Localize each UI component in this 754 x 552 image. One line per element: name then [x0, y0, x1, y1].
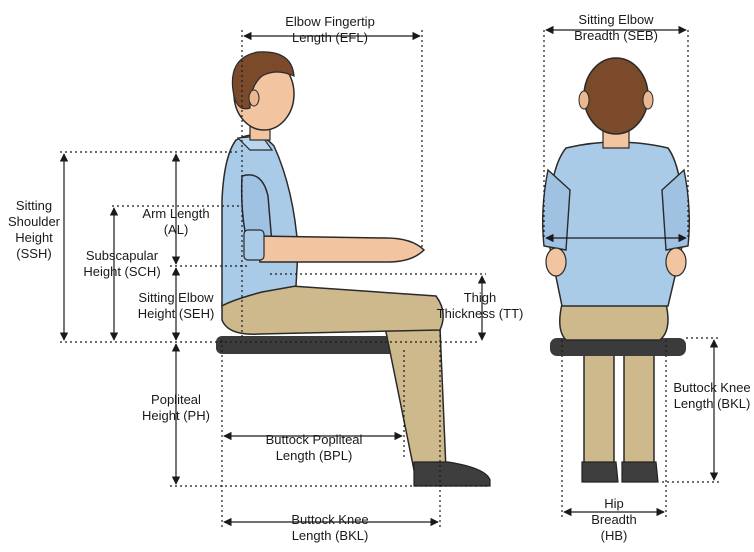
back-view-figure [543, 58, 690, 482]
side-forearm [256, 236, 424, 262]
back-right-leg [624, 340, 654, 468]
label-al: Arm Length(AL) [142, 206, 209, 238]
side-shoe [414, 462, 490, 486]
side-seat [216, 336, 408, 354]
side-lower-leg [384, 322, 446, 470]
back-left-leg [584, 340, 614, 468]
back-hips [560, 304, 668, 340]
side-view-figure [216, 52, 490, 486]
back-head [584, 58, 648, 134]
